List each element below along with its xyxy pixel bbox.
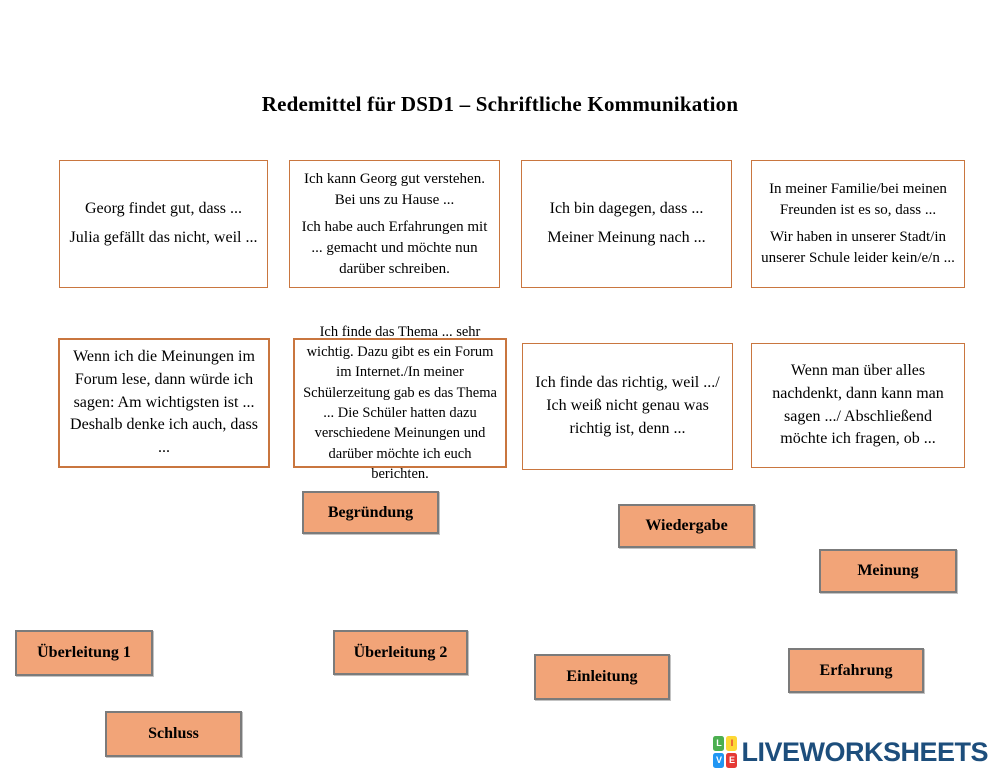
drag-label-text: Einleitung <box>566 668 638 685</box>
phrase-card-2[interactable]: Ich kann Georg gut verstehen. Bei uns zu… <box>289 160 500 288</box>
drag-label-text: Überleitung 2 <box>353 643 448 661</box>
logo-tile-l: L <box>713 736 725 751</box>
drag-label-meinung[interactable]: Meinung <box>819 549 957 593</box>
phrase-text: Wir haben in unserer Stadt/in unserer Sc… <box>761 229 955 266</box>
phrase-text: Ich kann Georg gut verstehen. Bei uns zu… <box>304 170 485 208</box>
drag-label-ueberleitung-2[interactable]: Überleitung 2 <box>333 630 468 675</box>
phrase-card-5[interactable]: Wenn ich die Meinungen im Forum lese, da… <box>58 338 270 468</box>
drag-label-text: Überleitung 1 <box>37 644 131 661</box>
liveworksheets-logo[interactable]: L I V E LIVEWORKSHEETS <box>713 736 988 768</box>
phrase-text: Ich finde das Thema ... sehr wichtig. Da… <box>303 323 497 482</box>
phrase-card-1[interactable]: Georg findet gut, dass ... Julia gefällt… <box>59 160 268 288</box>
phrase-card-4[interactable]: In meiner Familie/bei meinen Freunden is… <box>751 160 965 288</box>
phrase-text: Wenn man über alles nachdenkt, dann kann… <box>772 362 944 448</box>
phrase-text: Ich finde das richtig, weil .../ Ich wei… <box>535 374 720 437</box>
page-title: Redemittel für DSD1 – Schriftliche Kommu… <box>261 92 739 116</box>
logo-text: LIVEWORKSHEETS <box>741 736 988 767</box>
phrase-card-3[interactable]: Ich bin dagegen, dass ... Meiner Meinung… <box>521 160 732 288</box>
phrase-text: Ich bin dagegen, dass ... <box>549 200 704 218</box>
phrase-card-7[interactable]: Ich finde das richtig, weil .../ Ich wei… <box>522 343 733 470</box>
drag-label-text: Meinung <box>857 562 919 579</box>
logo-tile-i: I <box>726 736 738 751</box>
drag-label-begruendung[interactable]: Begründung <box>302 491 439 534</box>
phrase-card-8[interactable]: Wenn man über alles nachdenkt, dann kann… <box>751 343 965 468</box>
phrase-text: Georg findet gut, dass ... <box>84 200 242 218</box>
phrase-text: Wenn ich die Meinungen im Forum lese, da… <box>70 348 258 457</box>
drag-label-schluss[interactable]: Schluss <box>105 711 242 757</box>
drag-label-text: Schluss <box>148 725 199 742</box>
phrase-text: Ich habe auch Erfahrungen mit ... gemach… <box>301 218 488 277</box>
phrase-text: Meiner Meinung nach ... <box>547 229 706 246</box>
phrase-text: Julia gefällt das nicht, weil ... <box>69 229 258 246</box>
logo-tile-e: E <box>726 753 738 768</box>
phrase-text: In meiner Familie/bei meinen Freunden is… <box>769 181 947 218</box>
drag-label-text: Erfahrung <box>819 661 893 679</box>
drag-label-erfahrung[interactable]: Erfahrung <box>788 648 924 693</box>
drag-label-text: Wiedergabe <box>645 517 728 534</box>
drag-label-text: Begründung <box>327 503 414 521</box>
drag-label-einleitung[interactable]: Einleitung <box>534 654 670 700</box>
phrase-card-6[interactable]: Ich finde das Thema ... sehr wichtig. Da… <box>293 324 507 482</box>
drag-label-wiedergabe[interactable]: Wiedergabe <box>618 504 755 548</box>
logo-tile-v: V <box>713 753 725 768</box>
drag-label-ueberleitung-1[interactable]: Überleitung 1 <box>15 630 153 676</box>
liveworksheets-icon: L I V E <box>713 736 738 768</box>
